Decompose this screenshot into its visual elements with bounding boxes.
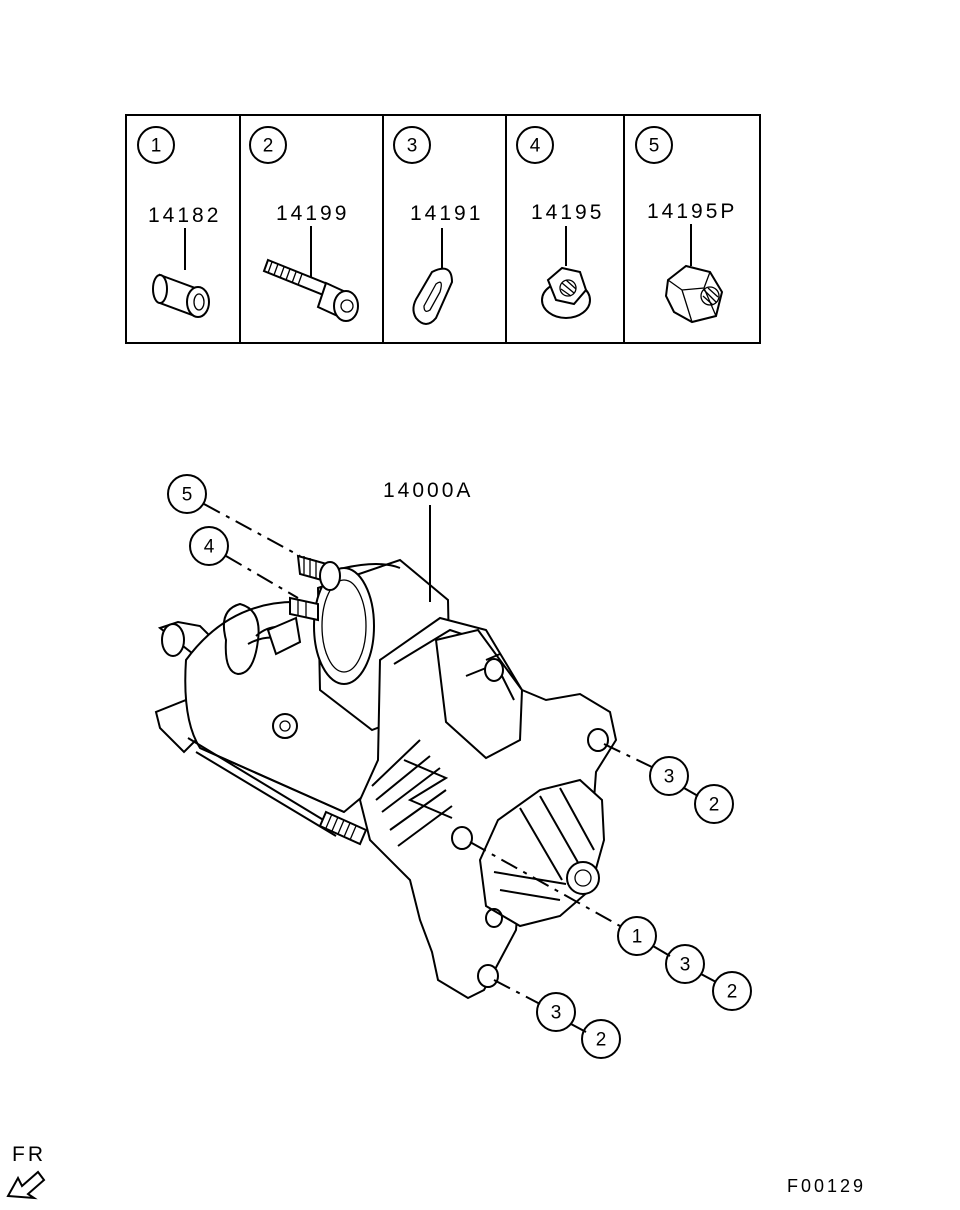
part-number-3: 14191 xyxy=(410,202,483,225)
assembly-part-number: 14000A xyxy=(383,479,473,502)
callout-upper-2: 2 xyxy=(709,795,720,816)
part-number-4: 14195 xyxy=(531,201,604,224)
bolt-icon xyxy=(262,258,359,322)
callout-lower-2: 2 xyxy=(596,1030,607,1051)
flange-nut-icon xyxy=(541,266,591,319)
part-number-2: 14199 xyxy=(276,202,349,225)
callout-group-top-left: 5 4 xyxy=(167,474,301,599)
washer-icon xyxy=(412,267,454,325)
callout-group-upper-right: 3 2 xyxy=(603,743,734,824)
front-orientation-indicator: FR xyxy=(6,1143,46,1200)
collar-icon xyxy=(152,273,210,318)
parts-cell-4: 4 14195 xyxy=(516,126,604,319)
front-arrow-icon xyxy=(6,1170,46,1200)
callout-5: 5 xyxy=(182,485,193,506)
parts-cell-3: 3 14191 xyxy=(393,126,483,325)
callout-group-lower: 3 2 xyxy=(493,979,621,1059)
part-index-1: 1 xyxy=(151,136,162,157)
solenoid-terminal-lower xyxy=(289,596,319,622)
parts-table: 1 14182 2 14199 xyxy=(125,114,761,344)
callout-4: 4 xyxy=(204,537,215,558)
part-number-1: 14182 xyxy=(148,204,221,227)
part-index-4: 4 xyxy=(530,136,541,157)
solenoid-terminal-upper xyxy=(296,554,341,591)
callout-middle-1: 1 xyxy=(632,927,643,948)
front-label: FR xyxy=(12,1143,46,1166)
part-index-2: 2 xyxy=(263,136,274,157)
parts-cell-5: 5 14195P xyxy=(635,126,737,324)
figure-code: F00129 xyxy=(787,1176,866,1196)
hex-nut-icon xyxy=(664,264,724,324)
callout-upper-3: 3 xyxy=(664,767,675,788)
part-index-3: 3 xyxy=(407,136,418,157)
callout-group-middle-right: 1 3 2 xyxy=(469,841,752,1011)
callout-middle-3: 3 xyxy=(680,955,691,976)
parts-cell-1: 1 14182 xyxy=(137,126,221,318)
parts-cell-2: 2 14199 xyxy=(249,126,359,322)
callout-middle-2: 2 xyxy=(727,982,738,1003)
through-bolt-thread xyxy=(318,810,368,846)
starter-motor-assembly xyxy=(154,554,618,1000)
part-index-5: 5 xyxy=(649,136,660,157)
callout-lower-3: 3 xyxy=(551,1003,562,1024)
part-number-5: 14195P xyxy=(647,200,737,223)
